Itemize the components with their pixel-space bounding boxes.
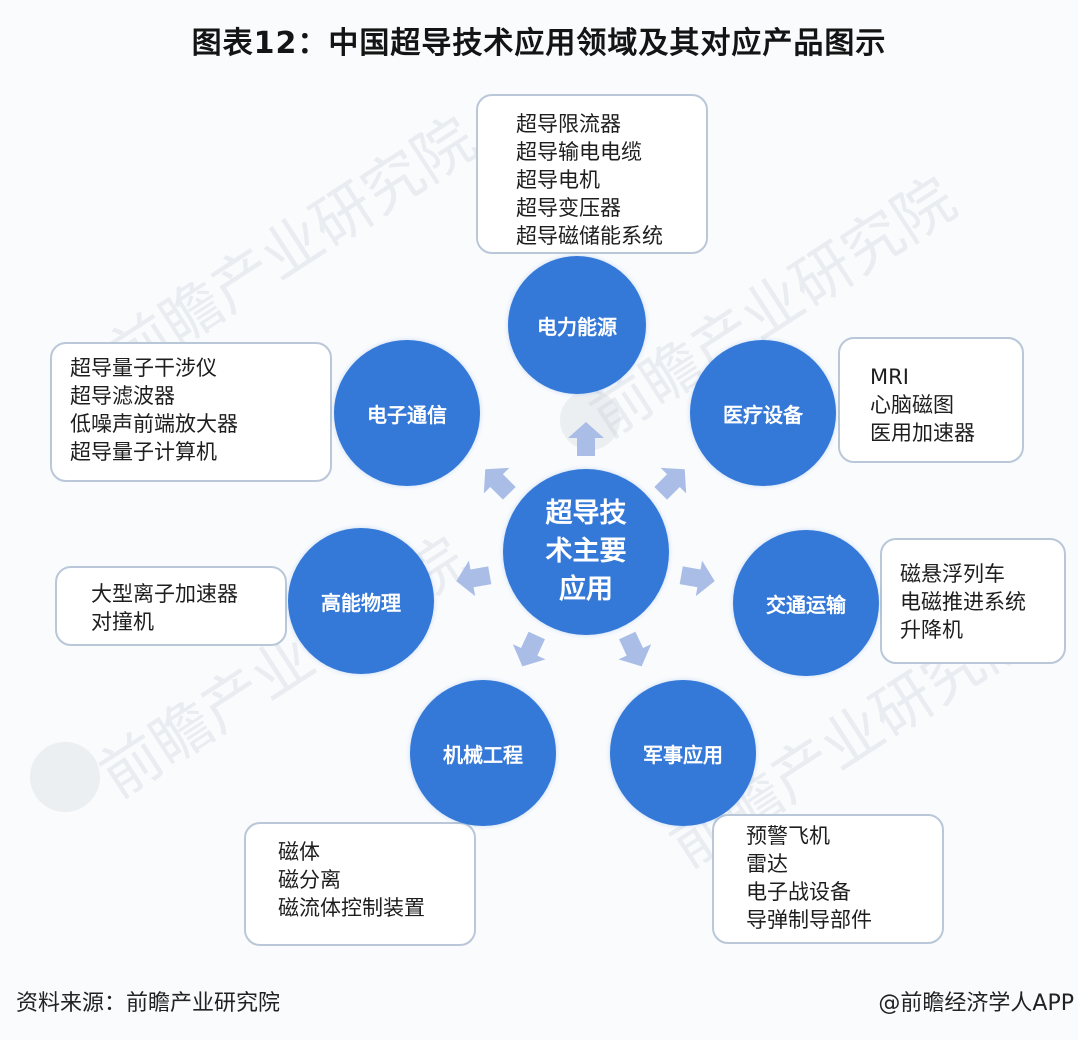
product-item: 磁体: [278, 840, 320, 864]
domain-circle-mechanical: 机械工程: [410, 680, 556, 826]
product-item: 升降机: [900, 618, 963, 642]
domain-circle-military: 军事应用: [610, 680, 756, 826]
product-item: 超导量子计算机: [70, 440, 217, 464]
product-item: 对撞机: [91, 610, 154, 634]
source-note: 资料来源：前瞻产业研究院: [16, 991, 281, 1016]
products-box-electronics: 超导量子干涉仪 超导滤波器 低噪声前端放大器 超导量子计算机: [50, 342, 332, 482]
product-item: 低噪声前端放大器: [70, 412, 238, 436]
product-item: 心脑磁图: [870, 393, 954, 417]
products-box-mechanical: 磁体 磁分离 磁流体控制装置: [244, 822, 476, 946]
page-title: 图表12：中国超导技术应用领域及其对应产品图示: [191, 26, 887, 61]
domain-label: 机械工程: [443, 742, 523, 767]
center-circle: 超导技 术主要 应用: [503, 469, 669, 635]
center-label-line: 术主要: [545, 536, 627, 567]
domain-label: 电子通信: [367, 402, 447, 427]
watermark-logo-icon: [30, 742, 100, 812]
product-item: MRI: [870, 365, 909, 389]
product-item: 医用加速器: [870, 421, 975, 445]
domain-label: 交通运输: [766, 592, 846, 617]
domain-circle-transport: 交通运输: [733, 530, 879, 676]
domain-label: 高能物理: [321, 590, 401, 615]
product-item: 超导电机: [516, 168, 600, 192]
domain-label: 医疗设备: [723, 402, 803, 427]
domain-circle-power: 电力能源: [508, 256, 646, 394]
domain-circle-physics: 高能物理: [288, 528, 434, 674]
products-box-power: 超导限流器 超导输电电缆 超导电机 超导变压器 超导磁储能系统: [476, 94, 708, 254]
product-item: 磁分离: [278, 868, 341, 892]
domain-label: 电力能源: [537, 314, 617, 339]
product-item: 超导限流器: [516, 112, 621, 136]
product-item: 大型离子加速器: [91, 582, 238, 606]
center-label-line: 超导技: [545, 498, 627, 529]
products-box-military: 预警飞机 雷达 电子战设备 导弹制导部件: [712, 814, 944, 944]
domain-label: 军事应用: [643, 742, 723, 767]
product-item: 超导滤波器: [70, 384, 175, 408]
center-label-line: 应用: [559, 574, 613, 605]
product-item: 雷达: [746, 852, 788, 876]
product-item: 超导变压器: [516, 196, 621, 220]
domain-circle-electronics: 电子通信: [334, 340, 480, 486]
products-box-transport: 磁悬浮列车 电磁推进系统 升降机: [880, 538, 1066, 664]
product-item: 电子战设备: [746, 880, 851, 904]
product-item: 预警飞机: [746, 824, 830, 848]
product-item: 超导磁储能系统: [516, 224, 663, 248]
product-item: 超导输电电缆: [516, 140, 642, 164]
credit-note: @前瞻经济学人APP: [878, 991, 1074, 1016]
products-box-physics: 大型离子加速器 对撞机: [55, 566, 287, 646]
product-item: 超导量子干涉仪: [70, 356, 217, 380]
product-item: 磁悬浮列车: [900, 562, 1005, 586]
domain-circle-medical: 医疗设备: [690, 340, 836, 486]
product-item: 电磁推进系统: [900, 590, 1026, 614]
products-box-medical: MRI 心脑磁图 医用加速器: [838, 337, 1024, 463]
product-item: 导弹制导部件: [746, 908, 872, 932]
product-item: 磁流体控制装置: [278, 896, 425, 920]
